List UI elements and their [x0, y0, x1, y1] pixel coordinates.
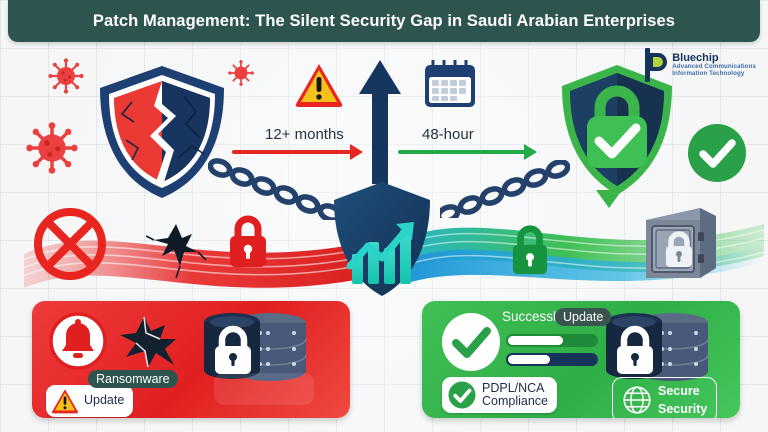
patch-progress-navy — [506, 353, 598, 366]
green-padlock-icon — [512, 225, 548, 275]
logo-tagline-1: Advanced Communications — [672, 63, 756, 71]
secure-security-badge[interactable]: Secure Security — [612, 377, 718, 418]
virus-icon — [228, 60, 254, 86]
chain-link-icon — [440, 160, 570, 218]
patch-progress-green — [506, 334, 598, 347]
secure-shield-lock-icon — [562, 65, 672, 195]
success-check-circle-icon — [442, 313, 500, 371]
virus-icon — [48, 58, 84, 94]
title-bar: Patch Management: The Silent Security Ga… — [8, 0, 760, 42]
patch-progress-navy-fill — [508, 355, 550, 364]
compliance-chip[interactable]: PDPL/NCA Compliance — [442, 377, 558, 413]
page-title: Patch Management: The Silent Security Ga… — [92, 11, 676, 30]
logo-name: Bluechip — [672, 51, 719, 64]
patch-progress-green-fill — [508, 336, 563, 345]
prohibition-x-icon — [34, 208, 106, 280]
brand-logo[interactable]: Bluechip Advanced Communications Informa… — [645, 48, 756, 82]
locked-database-icon — [606, 313, 709, 381]
green-check-circle-icon — [688, 124, 746, 182]
risk-panel: Ransomware Update — [32, 301, 350, 418]
left-timeline-label: 12+ months — [265, 126, 344, 143]
update-chip-label: Update — [84, 393, 125, 408]
warning-triangle-icon — [295, 64, 343, 107]
calendar-icon — [425, 60, 475, 107]
secure-security-line1: Secure — [658, 384, 700, 398]
check-circle-icon — [448, 381, 476, 409]
patch-arrow-head — [524, 144, 537, 160]
bluechip-logo-icon — [645, 48, 668, 82]
delay-arrow-head — [350, 144, 363, 160]
crack-icon — [146, 224, 207, 279]
virus-icon — [26, 122, 78, 174]
crack-icon — [120, 316, 176, 368]
growth-chart-shield-icon — [334, 182, 430, 296]
patch-arrow-shaft — [398, 150, 526, 154]
update-badge-secure: Update — [555, 308, 612, 326]
logo-tagline-2: Information Technology — [672, 69, 745, 77]
success-label: Successl — [502, 309, 557, 324]
right-timeline-label: 48-hour — [422, 126, 474, 143]
red-padlock-icon — [230, 215, 266, 267]
up-arrow-icon — [359, 60, 401, 184]
delay-arrow-shaft — [232, 150, 352, 154]
compliance-label-line1: PDPL/NCA — [482, 380, 545, 395]
update-chip-risk[interactable]: Update — [46, 385, 134, 417]
globe-icon — [623, 386, 651, 414]
locked-database-icon — [204, 313, 307, 381]
compliance-label-line2: Compliance — [482, 394, 549, 408]
alert-bell-icon — [49, 312, 107, 370]
secure-panel: Successl Update — [422, 301, 740, 418]
threat-wave-band — [24, 233, 394, 288]
secure-security-line2: Security — [658, 402, 708, 416]
down-chevron-icon — [596, 190, 622, 208]
safe-vault-icon — [646, 208, 716, 278]
warning-triangle-icon — [52, 389, 78, 414]
broken-shield-icon — [100, 66, 224, 198]
risk-placeholder-box — [214, 373, 314, 405]
ransomware-badge: Ransomware — [88, 370, 178, 388]
